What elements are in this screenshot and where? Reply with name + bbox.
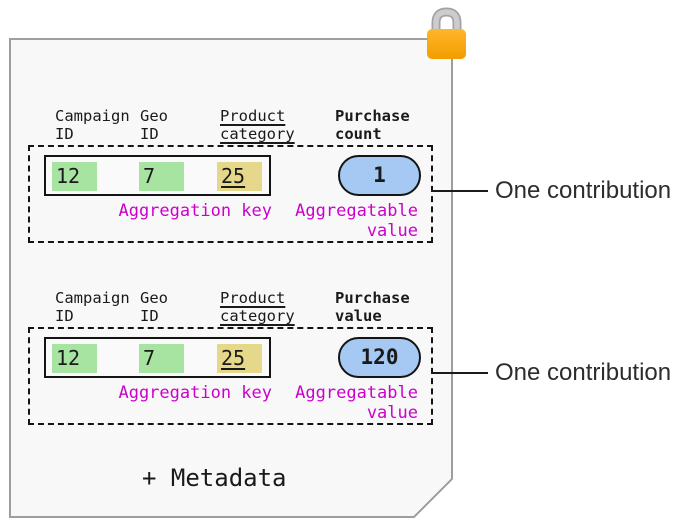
contribution-record-2: Campaign ID Geo ID Product category Purc… <box>0 289 700 469</box>
key-cell-campaign-id: 12 <box>52 162 97 191</box>
column-header-campaign-id: Campaign ID <box>55 107 130 143</box>
metadata-label: + Metadata <box>142 464 287 492</box>
key-cell-product-category: 25 <box>217 162 262 191</box>
contribution-boundary <box>28 145 433 243</box>
contribution-boundary <box>28 327 433 425</box>
column-header-campaign-id: Campaign ID <box>55 289 130 325</box>
aggregation-key-label: Aggregation key <box>118 383 272 403</box>
contribution-connector-line <box>431 372 488 374</box>
contribution-connector-line <box>431 190 488 192</box>
key-cell-campaign-id: 12 <box>52 344 97 373</box>
contribution-record-1: Campaign ID Geo ID Product category Purc… <box>0 107 700 287</box>
aggregatable-value-label: Aggregatable value <box>295 201 418 241</box>
contribution-annotation: One contribution <box>495 359 672 386</box>
column-header-product-category: Product category <box>220 107 295 143</box>
aggregatable-value-pill: 1 <box>338 155 421 196</box>
key-cell-product-category: 25 <box>217 344 262 373</box>
key-cell-geo-id: 7 <box>139 162 184 191</box>
column-header-geo-id: Geo ID <box>140 107 168 143</box>
key-cell-geo-id: 7 <box>139 344 184 373</box>
aggregatable-value-label: Aggregatable value <box>295 383 418 423</box>
column-header-purchase-value: Purchase value <box>335 289 410 325</box>
column-header-product-category: Product category <box>220 289 295 325</box>
aggregatable-value-pill: 120 <box>338 337 421 378</box>
column-header-geo-id: Geo ID <box>140 289 168 325</box>
column-header-purchase-count: Purchase count <box>335 107 410 143</box>
lock-icon <box>427 7 466 59</box>
aggregation-key-label: Aggregation key <box>118 201 272 221</box>
contribution-annotation: One contribution <box>495 177 672 204</box>
